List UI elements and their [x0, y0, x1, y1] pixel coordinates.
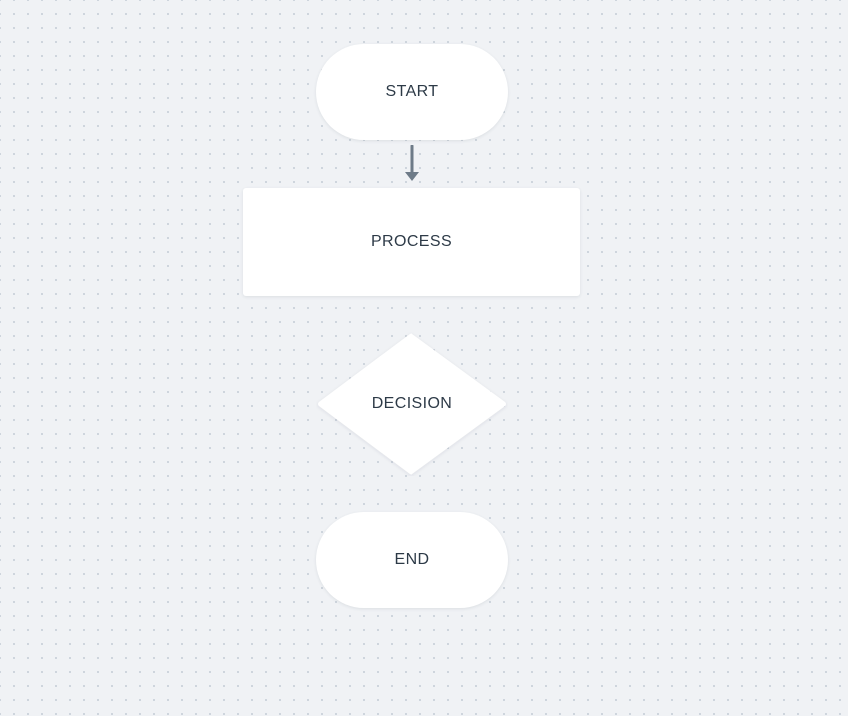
end-node-label: END [394, 551, 430, 568]
start-to-process-arrow [405, 145, 419, 181]
decision-diamond-shape [318, 333, 506, 475]
start-node-label: START [385, 83, 439, 100]
process-node-label: PROCESS [370, 233, 453, 250]
end-node[interactable]: END [316, 512, 508, 608]
decision-node-label: DECISION [371, 395, 453, 412]
start-node[interactable]: START [316, 44, 508, 140]
decision-node[interactable]: DECISION [316, 332, 508, 476]
process-node[interactable]: PROCESS [243, 188, 580, 296]
